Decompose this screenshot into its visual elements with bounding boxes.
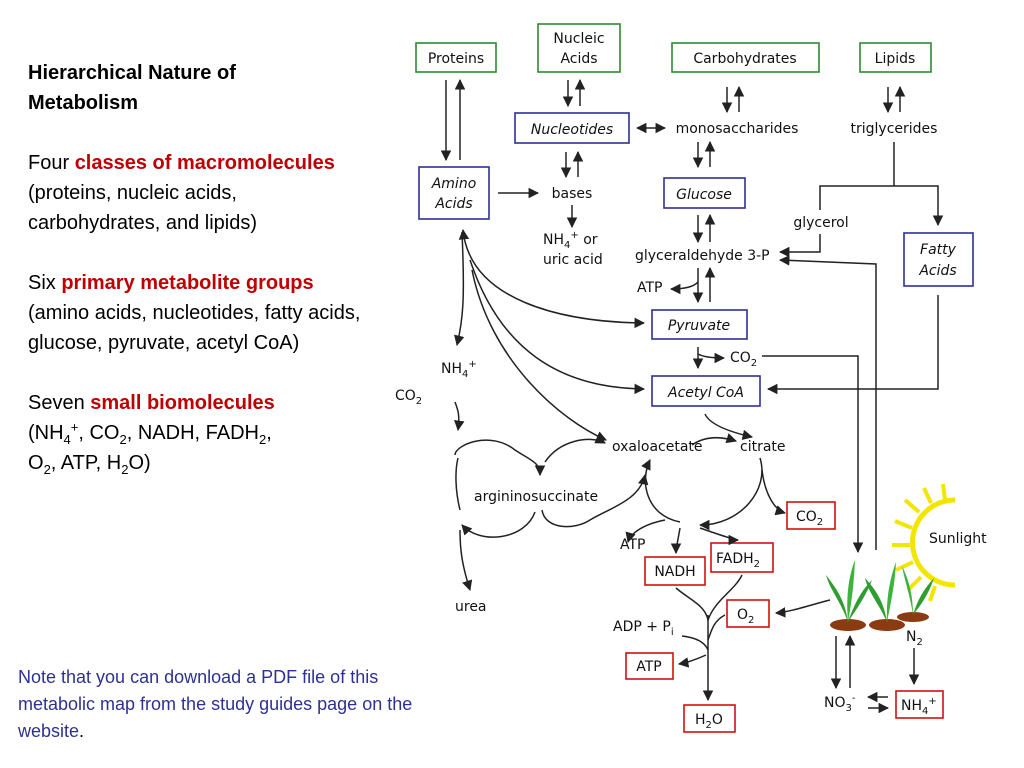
h2o-label: H2O	[695, 712, 723, 731]
o2-box	[726, 599, 770, 628]
h2o-box	[683, 704, 736, 733]
amino-acids-label-1: Amino	[431, 176, 477, 192]
pathway-arrows	[440, 78, 944, 714]
nadh-box	[644, 556, 706, 586]
metabolites-paragraph: Six primary metabolite groups (amino aci…	[28, 272, 361, 354]
nucleotides-label: Nucleotides	[531, 122, 613, 138]
nh4-label: NH4+	[441, 359, 477, 380]
glyceraldehyde-3p-label: glyceraldehyde 3-P	[635, 248, 770, 264]
emphasis-metabolite-groups: primary metabolite groups	[61, 272, 314, 294]
pyruvate-label: Pyruvate	[668, 318, 730, 334]
fatty-acids-label-1: Fatty	[920, 242, 957, 258]
pyruvate-box	[651, 309, 748, 340]
co2-left-label: CO2	[395, 388, 422, 407]
acetyl-coa-box	[651, 375, 761, 407]
fatty-acids-box	[903, 232, 974, 287]
atp-glycolysis-label: ATP	[637, 280, 662, 296]
fatty-acids-label-2: Acids	[918, 263, 956, 279]
o2-label: O2	[737, 607, 754, 626]
nucleic-acids-label-2: Acids	[560, 51, 597, 67]
proteins-label: Proteins	[428, 51, 484, 67]
co2-box-label: CO2	[796, 509, 823, 528]
glycerol-label: glycerol	[793, 215, 848, 231]
nh4-box-label: NH4+	[901, 696, 937, 717]
macromolecules-paragraph: Four classes of macromolecules (proteins…	[28, 152, 335, 234]
nucleotides-box	[514, 112, 630, 144]
oxaloacetate-label: oxaloacetate	[612, 439, 703, 455]
sunlight-label: Sunlight	[929, 531, 987, 547]
triglycerides-label: triglycerides	[851, 121, 938, 137]
adp-pi-label: ADP + Pi	[613, 619, 674, 638]
no3-label: NO3-	[824, 693, 856, 714]
carbohydrates-box	[671, 42, 820, 73]
monosaccharides-label: monosaccharides	[676, 121, 799, 137]
acetyl-coa-label: Acetyl CoA	[667, 385, 744, 401]
citrate-label: citrate	[740, 439, 786, 455]
carbohydrates-label: Carbohydrates	[693, 51, 796, 67]
uric-acid-label: uric acid	[543, 252, 603, 268]
biomolecules-paragraph: Seven small biomolecules (NH4+, CO2, NAD…	[28, 392, 275, 477]
proteins-box	[415, 42, 497, 73]
lipids-box	[859, 42, 932, 73]
bases-label: bases	[552, 186, 593, 202]
amino-acids-label-2: Acids	[434, 196, 472, 212]
nucleic-acids-box	[537, 23, 621, 73]
nh4-or-label: NH4+ or	[543, 230, 598, 251]
emphasis-macromolecules: classes of macromolecules	[74, 152, 335, 174]
amino-acids-box	[418, 166, 490, 220]
glucose-box	[663, 177, 746, 209]
emphasis-small-biomolecules: small biomolecules	[90, 392, 275, 414]
co2-box	[786, 501, 836, 530]
sun-icon	[892, 483, 956, 602]
nucleic-acids-label-1: Nucleic	[553, 31, 604, 47]
urea-label: urea	[455, 599, 487, 615]
fadh2-box	[710, 542, 774, 573]
fadh2-label: FADH2	[716, 551, 760, 570]
argininosuccinate-label: argininosuccinate	[474, 489, 598, 505]
nadh-label: NADH	[654, 564, 695, 580]
co2-pyruvate-label: CO2	[730, 350, 757, 369]
atp-box	[625, 652, 674, 680]
n2-label: N2	[906, 629, 923, 648]
lipids-label: Lipids	[875, 51, 916, 67]
download-note: Note that you can download a PDF file of…	[18, 667, 413, 741]
atp-tca-label: ATP	[620, 537, 645, 553]
nh4-box	[895, 690, 944, 719]
plants-icon	[826, 560, 934, 631]
glucose-label: Glucose	[676, 187, 732, 203]
atp-box-label: ATP	[636, 659, 661, 675]
